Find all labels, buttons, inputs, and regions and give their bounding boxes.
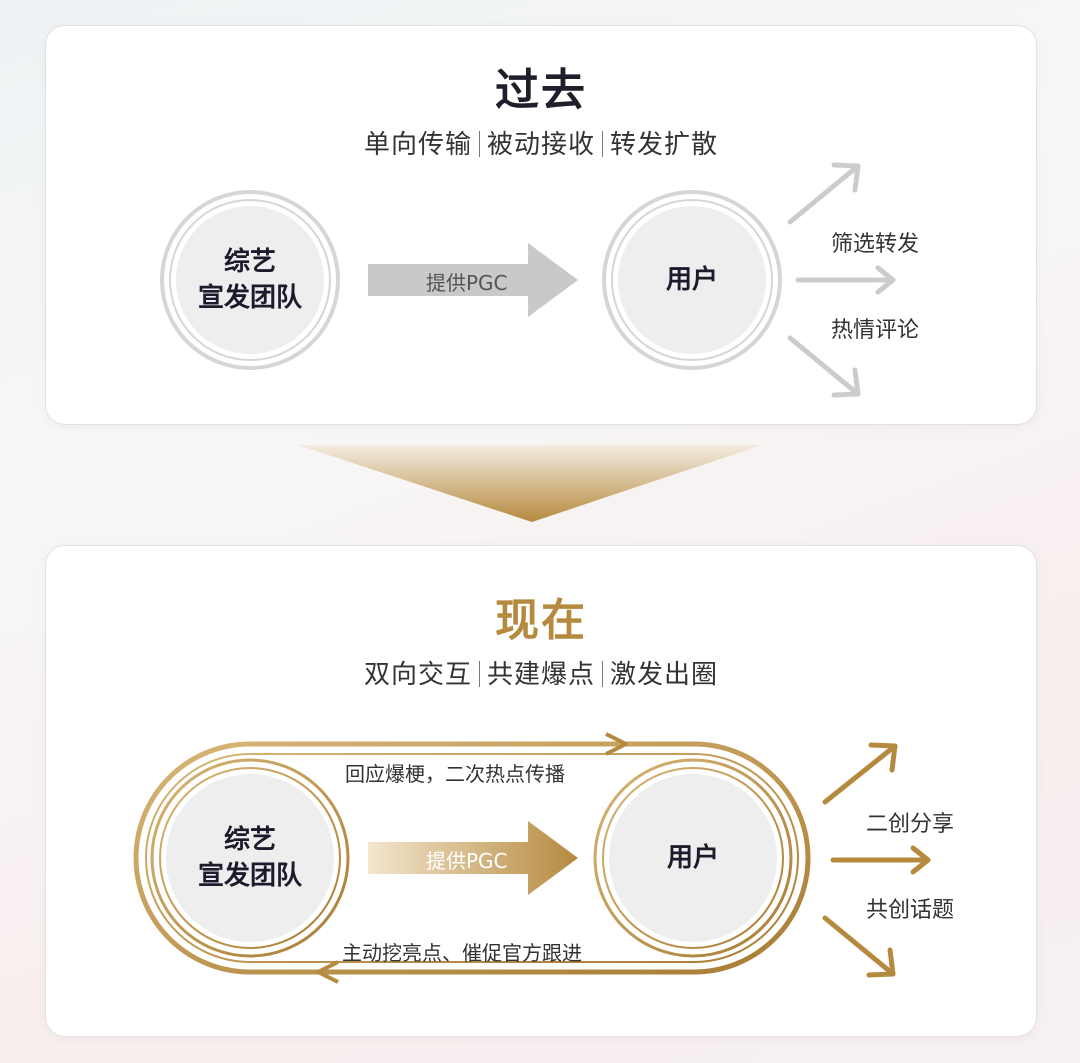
present-outcome-2: 共创话题 <box>866 898 955 923</box>
past-outcome-arrowhead-up <box>831 162 861 193</box>
past-outcome-1: 筛选转发 <box>831 232 920 257</box>
past-target-ring-inner <box>611 199 773 361</box>
present-outcome-arrow-up <box>822 743 898 805</box>
past-target-label: 用户 <box>665 265 718 295</box>
past-source-line-1: 综艺 <box>223 247 276 277</box>
past-target-ring-outer <box>602 190 782 370</box>
past-pgc-arrow <box>368 243 578 317</box>
past-pgc-arrow-label: 提供PGC <box>426 271 508 295</box>
past-target-circle: 用户 <box>618 206 766 354</box>
present-loop-bottom-label: 主动挖亮点、催促官方跟进 <box>342 941 582 965</box>
present-target-ring-inner <box>602 767 784 949</box>
past-subtitle-item-1: 单向传输 <box>363 130 472 160</box>
past-outcome-arrowhead-down <box>831 367 861 398</box>
present-loop-inner <box>145 753 799 963</box>
past-outcome-arrow-up <box>787 163 861 225</box>
present-loop-top-arrowhead <box>605 732 628 756</box>
present-loop-outer <box>133 741 811 975</box>
present-target-circle: 用户 <box>609 774 777 942</box>
past-source-circle: 综艺 宣发团队 <box>176 206 324 354</box>
present-source-line-2: 宣发团队 <box>197 861 302 891</box>
present-source-circle: 综艺 宣发团队 <box>166 774 334 942</box>
present-subtitle-item-3: 激发出圈 <box>610 660 719 690</box>
present-subtitle: 双向交互共建爆点激发出圈 <box>46 654 1036 691</box>
past-target-fill <box>618 206 766 354</box>
present-target-fill <box>609 774 777 942</box>
past-source-fill <box>176 206 324 354</box>
present-loop-bottom-arrowhead <box>316 960 339 984</box>
present-pgc-arrow-label: 提供PGC <box>426 849 508 873</box>
present-outcome-1: 二创分享 <box>866 812 955 837</box>
present-pgc-arrow <box>368 821 578 895</box>
present-source-ring-inner <box>159 767 341 949</box>
past-outcome-arrowhead-mid <box>875 265 896 295</box>
present-outcome-arrow-down <box>822 915 896 977</box>
past-outcome-2: 热情评论 <box>831 318 920 343</box>
down-transition-arrow <box>298 445 762 522</box>
present-target-label: 用户 <box>666 843 719 873</box>
present-outcome-arrowhead-down <box>866 947 896 978</box>
past-outcome-arrow-down <box>787 335 861 397</box>
past-source-ring-outer <box>160 190 340 370</box>
present-subtitle-item-1: 双向交互 <box>363 660 472 690</box>
past-source-line-2: 宣发团队 <box>197 283 302 313</box>
present-subtitle-item-2: 共建爆点 <box>486 660 595 690</box>
present-title: 现在 <box>495 595 587 646</box>
present-loop-top-label: 回应爆梗，二次热点传播 <box>345 762 565 786</box>
past-subtitle: 单向传输被动接收转发扩散 <box>46 124 1036 161</box>
past-title: 过去 <box>495 65 587 116</box>
present-source-fill <box>166 774 334 942</box>
past-subtitle-item-2: 被动接收 <box>486 130 595 160</box>
present-outcome-arrowhead-mid <box>910 845 931 875</box>
present-outcome-arrowhead-up <box>868 742 898 773</box>
past-source-ring-inner <box>169 199 331 361</box>
past-subtitle-item-3: 转发扩散 <box>610 130 719 160</box>
present-source-line-1: 综艺 <box>223 825 276 855</box>
